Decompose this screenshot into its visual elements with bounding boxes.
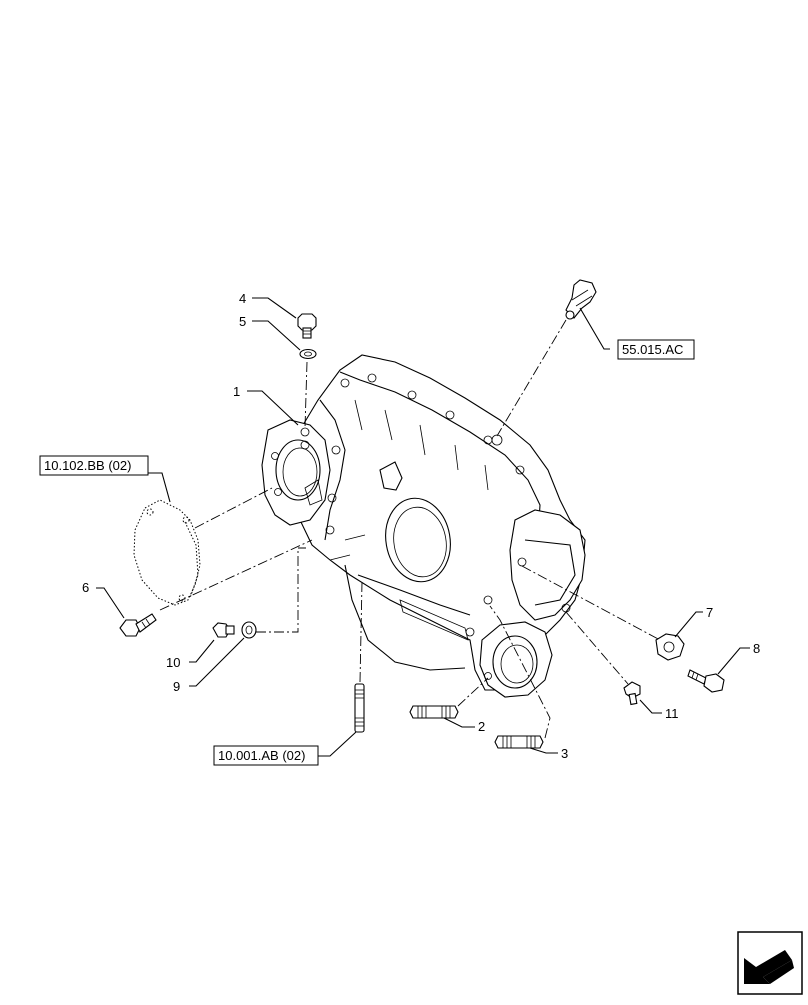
callout-2: 2 [478,719,485,734]
plug-item-10 [212,622,235,638]
washer-item-9 [241,621,257,639]
callout-6: 6 [82,580,89,595]
stud-item-2 [409,705,459,719]
reference-stud-label[interactable]: 10.001.AB (02) [218,748,305,763]
callout-7: 7 [706,605,713,620]
bolt-item-6 [119,613,157,637]
callout-1: 1 [233,384,240,399]
sensor-gasket-item-7 [655,633,685,661]
callout-10: 10 [166,655,180,670]
callout-8: 8 [753,641,760,656]
bolt-item-4 [297,313,317,339]
bolt-item-8 [687,669,725,693]
callout-4: 4 [239,291,246,306]
callout-11: 11 [665,706,679,721]
reference-sensor-label[interactable]: 55.015.AC [622,342,683,357]
stud-item-3 [494,735,544,749]
reference-box-stud[interactable]: 10.001.AB (02) [213,745,319,766]
callout-3: 3 [561,746,568,761]
reference-box-cover[interactable]: 10.102.BB (02) [39,455,149,476]
bolt-item-11 [623,681,641,706]
reference-cover-label[interactable]: 10.102.BB (02) [44,458,131,473]
washer-item-5 [299,348,317,360]
previous-page-arrow-icon[interactable] [737,931,803,995]
callout-leaders [96,297,750,757]
cover-plate [133,499,201,606]
flywheel-housing [261,354,586,698]
stud-bolt [354,683,365,733]
callout-5: 5 [239,314,246,329]
reference-box-sensor[interactable]: 55.015.AC [617,339,695,360]
speed-sensor [565,279,597,320]
callout-9: 9 [173,679,180,694]
